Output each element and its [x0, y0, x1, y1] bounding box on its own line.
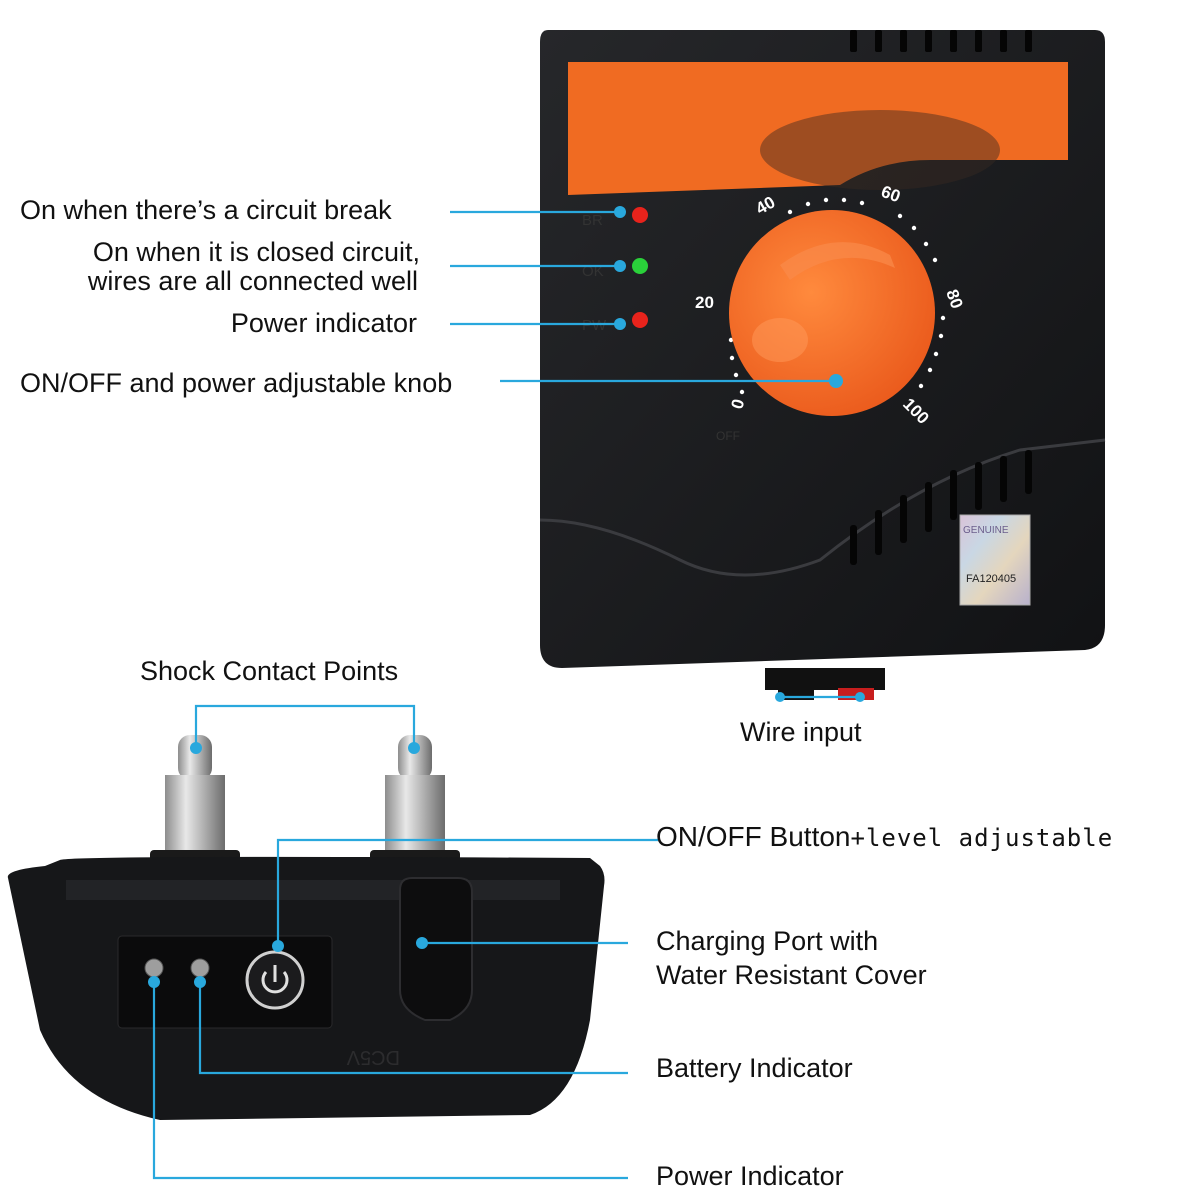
- right-contact-probe: [370, 735, 460, 868]
- label-collar-power-indicator: Power Indicator: [656, 1161, 844, 1191]
- battery-indicator-led: [190, 958, 210, 978]
- led-code-ok: OK: [582, 263, 604, 280]
- label-knob: ON/OFF and power adjustable knob: [20, 368, 453, 398]
- label-wire-input: Wire input: [740, 717, 862, 747]
- label-closed-circuit-line1: On when it is closed circuit,: [92, 237, 420, 267]
- circuit-break-led: [632, 207, 648, 223]
- label-shock-contact-points: Shock Contact Points: [140, 656, 399, 686]
- led-code-pw: PW: [582, 317, 607, 334]
- power-button[interactable]: [245, 950, 305, 1010]
- hologram-sticker: [959, 514, 1031, 606]
- transmitter-unit: BR OK PW 0 20 40 60 80 100 OFF G: [539, 30, 1106, 700]
- lower-shell-contour: [539, 438, 1106, 577]
- label-onoff-button-suffix: +level adjustable: [850, 824, 1114, 852]
- charging-port-cover[interactable]: [399, 877, 473, 1021]
- callout-dots: [148, 206, 865, 988]
- label-onoff-button-main: ON/OFF Button: [656, 821, 851, 852]
- label-closed-circuit-line2: wires are all connected well: [87, 266, 418, 296]
- label-battery-indicator: Battery Indicator: [656, 1053, 853, 1083]
- power-led: [632, 312, 648, 328]
- orange-panel: [568, 62, 1068, 195]
- dial-tick-20: 20: [695, 293, 714, 312]
- label-circuit-break: On when there’s a circuit break: [20, 195, 392, 225]
- left-contact-probe: [150, 735, 240, 868]
- collar-receiver: DC5V: [7, 735, 605, 1120]
- side-vents: [850, 450, 1032, 565]
- label-onoff-button: ON/OFF Button+level adjustable: [656, 821, 1114, 852]
- charging-port-label: DC5V: [346, 1046, 400, 1068]
- led-code-br: BR: [582, 212, 603, 229]
- closed-circuit-led: [632, 258, 648, 274]
- label-charging-port-line2: Water Resistant Cover: [656, 960, 927, 990]
- callout-lines: [152, 210, 860, 1180]
- label-charging-port-line1: Charging Port with: [656, 926, 879, 956]
- hologram-word: GENUINE: [963, 525, 1009, 536]
- dial-off-mark: OFF: [716, 429, 740, 443]
- power-indicator-led: [144, 958, 164, 978]
- top-vents: [850, 30, 1032, 52]
- hologram-serial: FA120405: [966, 573, 1016, 585]
- label-power-indicator: Power indicator: [230, 308, 417, 338]
